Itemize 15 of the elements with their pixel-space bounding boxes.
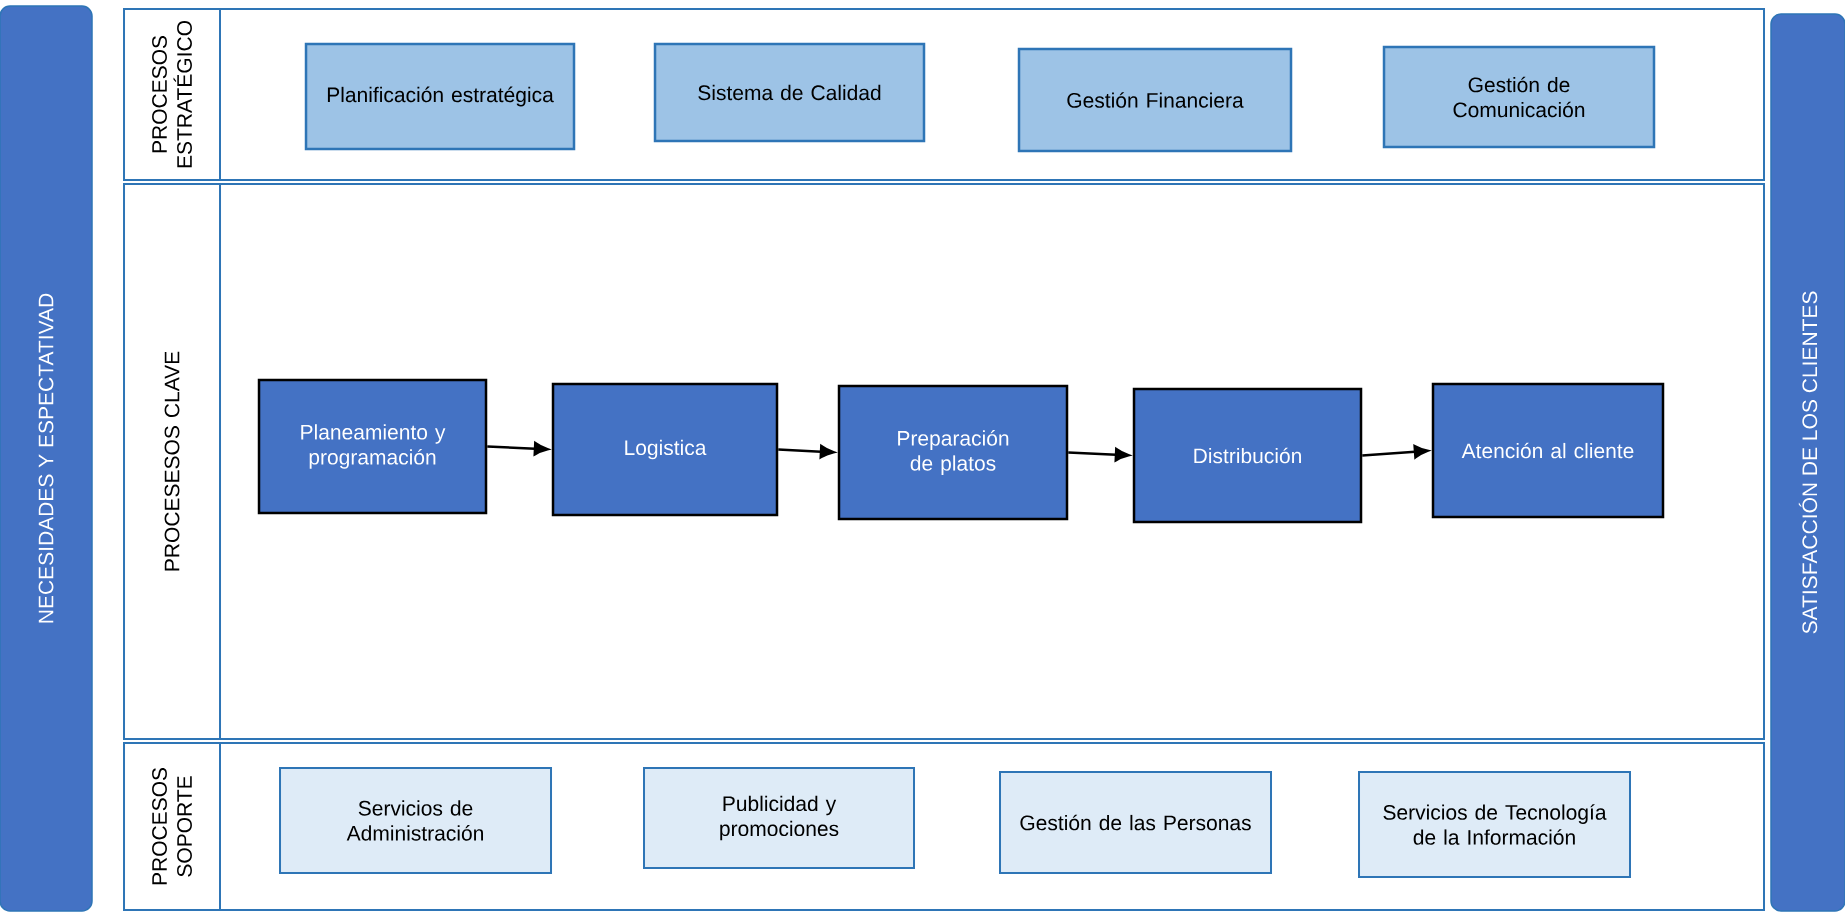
process-box: Gestión de Comunicación bbox=[1382, 45, 1656, 149]
process-box: Gestión Financiera bbox=[1017, 47, 1293, 153]
side-band: NECESIDADES Y ESPECTATIVAD bbox=[0, 5, 93, 912]
process-box: Planeamiento y programación bbox=[257, 378, 488, 515]
process-box: Preparación de platos bbox=[837, 384, 1069, 521]
process-box: Logistica bbox=[551, 382, 779, 517]
process-box: Servicios de Administración bbox=[279, 767, 552, 874]
process-box: Sistema de Calidad bbox=[653, 42, 926, 143]
process-box: Publicidad y promociones bbox=[643, 767, 915, 869]
process-box: Servicios de Tecnología de la Información bbox=[1358, 771, 1631, 878]
side-band: SATISFACCIÓN DE LOS CLIENTES bbox=[1770, 13, 1845, 912]
process-box: Planificación estratégica bbox=[304, 42, 576, 151]
process-box: Distribución bbox=[1132, 387, 1363, 524]
process-box: Atención al cliente bbox=[1431, 382, 1665, 519]
process-box: Gestión de las Personas bbox=[999, 771, 1272, 874]
